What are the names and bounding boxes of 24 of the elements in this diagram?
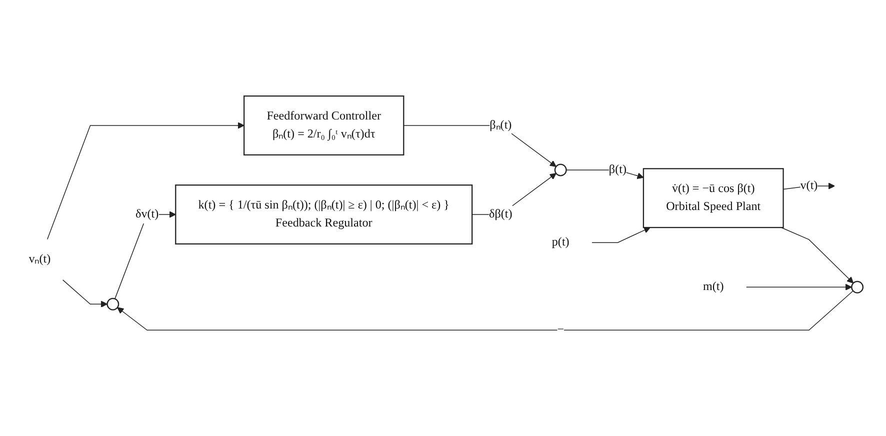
arrow — [62, 280, 108, 308]
edge-label: β(t) — [608, 164, 626, 176]
edge-label: v(t) — [800, 180, 818, 192]
node-text: p(t) — [552, 236, 570, 250]
node-text: vₙ(t) — [28, 253, 51, 266]
arrow — [403, 125, 556, 168]
node-box: Feedforward Controller βₙ(t) = 2/r₀ ∫₀ᵗ vₙ(τ)dτ — [244, 96, 404, 156]
arrow — [780, 228, 854, 284]
arrow — [566, 170, 644, 180]
edge-label: βₙ(t) — [490, 119, 512, 132]
node-box: v̇(t) = −ū cos β(t) Orbital Speed Plant — [642, 168, 784, 228]
arrow — [46, 122, 244, 240]
node-text: m(t) — [702, 280, 724, 294]
arrow — [592, 227, 650, 244]
edge-label: δv(t) — [136, 208, 159, 221]
arrow — [114, 212, 176, 300]
edge-label: − — [557, 324, 564, 337]
node-box: k(t) = { 1/(τū sin βₙ(t)); (|βₙ(t)| ≥ ε) | 0; (|βₙ(t)| < ε) } Feedback Regulator — [175, 184, 473, 245]
node-circle — [554, 164, 567, 177]
arrow — [117, 290, 854, 331]
edge-label: δβ(t) — [489, 208, 512, 221]
arrow — [746, 284, 852, 291]
node-circle — [851, 281, 864, 294]
node-circle — [106, 298, 120, 311]
